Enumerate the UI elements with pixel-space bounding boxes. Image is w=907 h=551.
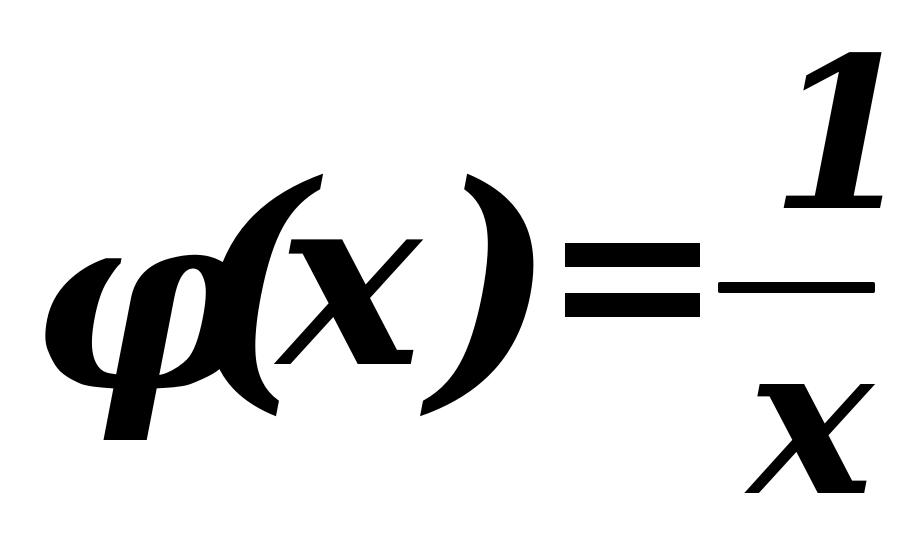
equals-sign-bottom-bar [565, 293, 700, 317]
open-parenthesis: ( [188, 127, 314, 438]
argument-variable: x [278, 139, 422, 421]
fraction-denominator: x [748, 296, 874, 543]
equals-sign-top-bar [565, 243, 700, 267]
fraction-bar [718, 282, 875, 293]
function-symbol-phi: φ [30, 153, 257, 447]
fraction-numerator: 1 [770, 11, 907, 258]
close-parenthesis: ) [430, 127, 556, 438]
